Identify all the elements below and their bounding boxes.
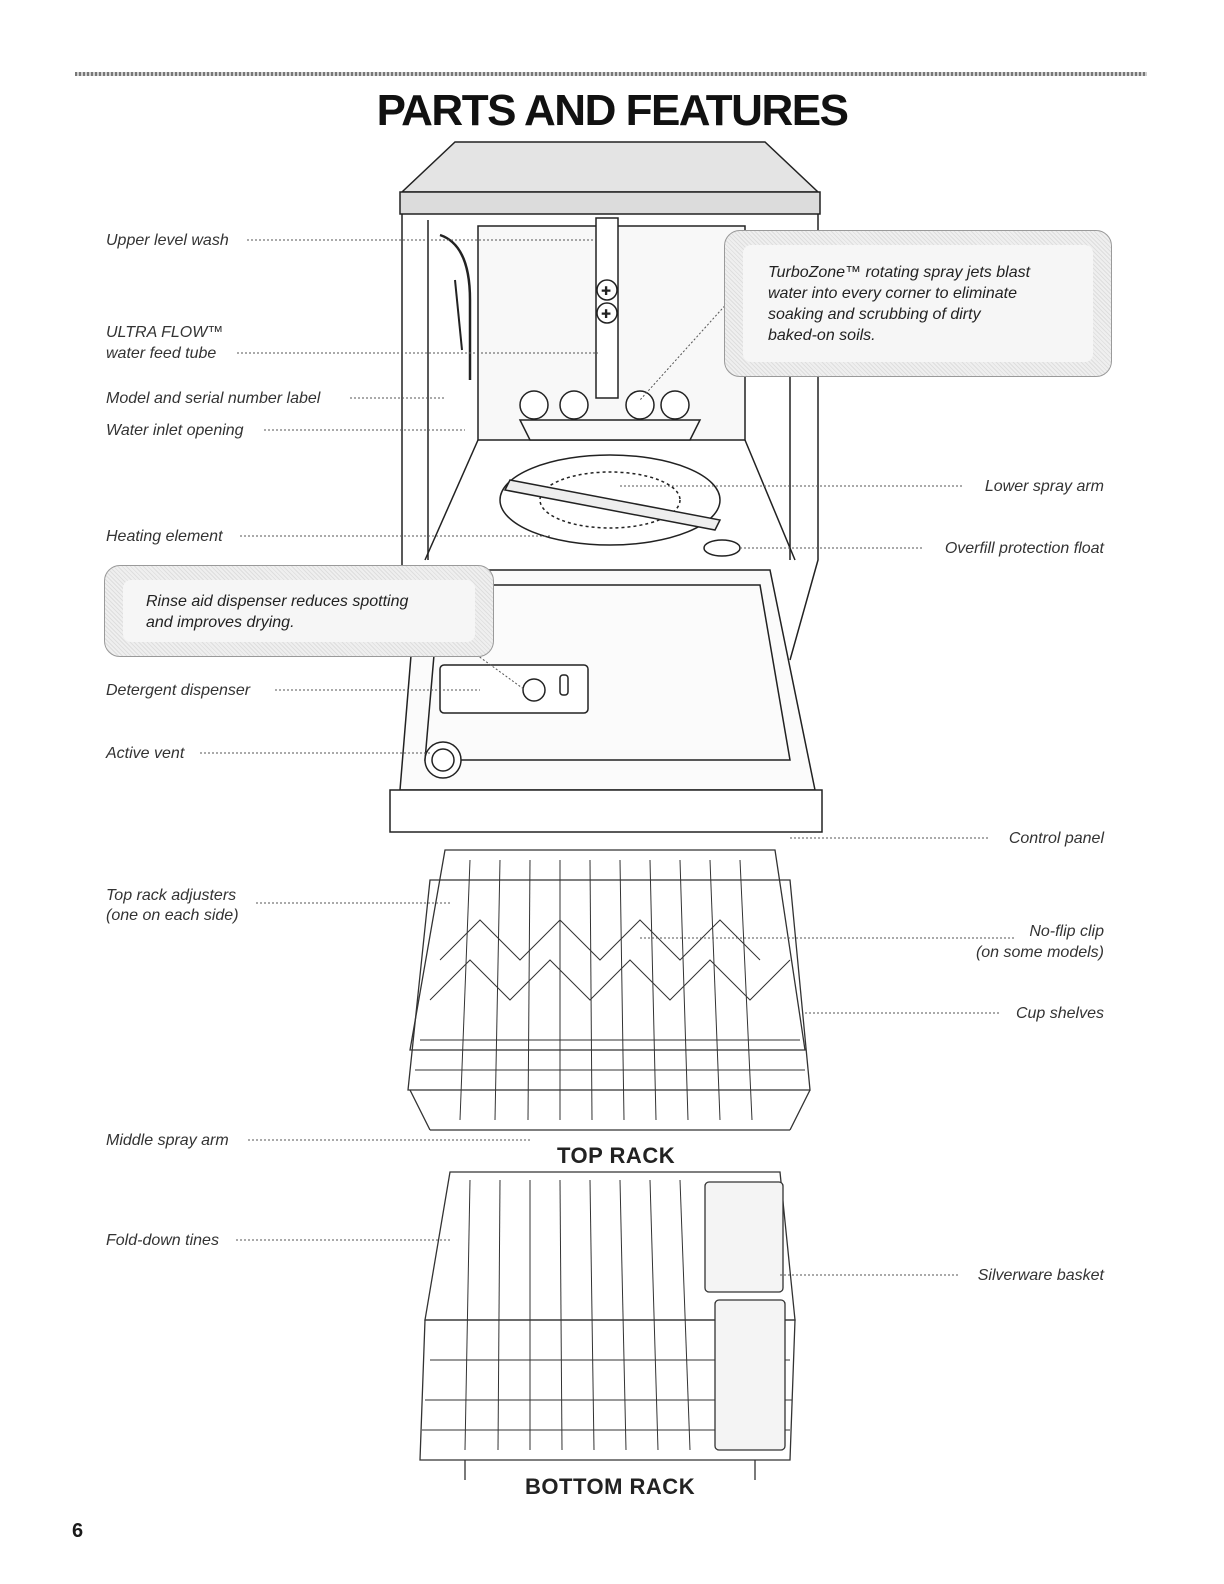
- turbozone-line-4: baked-on soils.: [768, 327, 876, 344]
- active-vent-shape: [424, 741, 462, 779]
- label-overfill-float: Overfill protection float: [944, 540, 1104, 557]
- svg-text:✚: ✚: [601, 284, 611, 298]
- leader-turbozone: [639, 299, 731, 401]
- door-edge: [389, 789, 823, 833]
- leader-rinse-aid: [469, 649, 526, 691]
- turbozone-line-3: soaking and scrubbing of dirty: [768, 306, 981, 323]
- dishwasher-top-edge: [399, 191, 821, 215]
- dishwasher-top: [400, 141, 820, 193]
- top-rack-shape: [407, 849, 811, 1131]
- label-water-inlet: Water inlet opening: [106, 422, 244, 439]
- label-detergent-dispenser: Detergent dispenser: [106, 682, 251, 699]
- label-no-flip-clip-1: No-flip clip: [1029, 923, 1104, 940]
- detergent-dispenser-shape: [439, 664, 589, 714]
- overfill-float-shape: [703, 539, 741, 557]
- label-middle-spray-arm: Middle spray arm: [106, 1132, 229, 1149]
- rinse-aid-line-1: Rinse aid dispenser reduces spotting: [146, 593, 409, 610]
- label-ultra-flow-2: water feed tube: [106, 345, 217, 362]
- bottom-rack-shape: [419, 1171, 796, 1480]
- turbozone-callout: [724, 230, 1112, 377]
- top-rule: [75, 72, 1147, 76]
- bottom-rack-title: BOTTOM RACK: [525, 1474, 696, 1499]
- label-active-vent: Active vent: [106, 745, 185, 762]
- label-upper-level-wash: Upper level wash: [106, 232, 229, 249]
- jet-3: [625, 390, 655, 420]
- jet-1: [519, 390, 549, 420]
- label-fold-down-tines: Fold-down tines: [106, 1232, 219, 1249]
- label-lower-spray-arm: Lower spray arm: [984, 478, 1104, 495]
- page-title: PARTS AND FEATURES: [376, 86, 849, 135]
- label-silverware-basket: Silverware basket: [977, 1267, 1104, 1284]
- label-heating-element: Heating element: [106, 528, 223, 545]
- rinse-aid-line-2: and improves drying.: [146, 614, 295, 631]
- turbozone-line-2: water into every corner to eliminate: [768, 285, 1017, 302]
- label-top-rack-adjusters-2: (one on each side): [106, 907, 239, 924]
- page-number: 6: [72, 1520, 84, 1542]
- svg-text:✚: ✚: [601, 307, 611, 321]
- jet-2: [559, 390, 589, 420]
- label-cup-shelves: Cup shelves: [1015, 1005, 1104, 1022]
- label-top-rack-adjusters-1: Top rack adjusters: [106, 887, 237, 904]
- turbozone-line-1: TurboZone™ rotating spray jets blast: [768, 264, 1031, 281]
- label-model-serial: Model and serial number label: [106, 390, 321, 407]
- label-no-flip-clip-2: (on some models): [975, 944, 1104, 961]
- label-ultra-flow-1: ULTRA FLOW™: [106, 324, 224, 341]
- rinse-aid-callout: [104, 565, 494, 657]
- label-control-panel: Control panel: [1008, 830, 1104, 847]
- jet-4: [660, 390, 690, 420]
- top-rack-title: TOP RACK: [557, 1143, 676, 1168]
- silverware-basket-shape: [704, 1181, 784, 1293]
